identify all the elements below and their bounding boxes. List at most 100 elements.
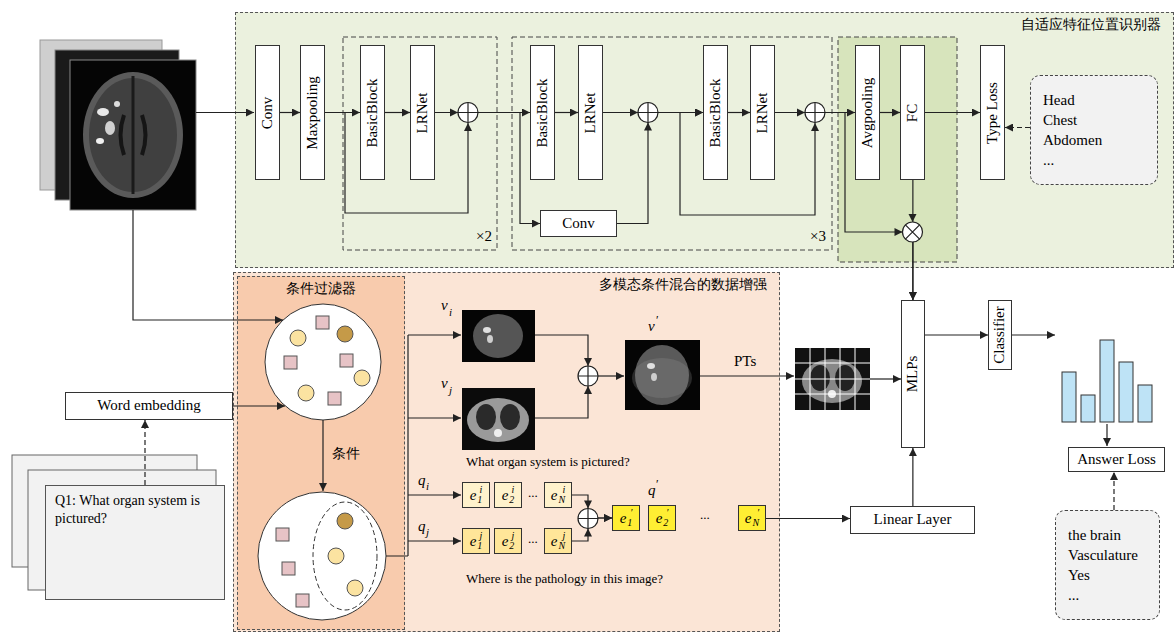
node-text: Yes — [1068, 565, 1090, 585]
sum-symbol — [578, 509, 598, 529]
node-text: LRNet — [414, 92, 431, 133]
flow-arrow — [196, 112, 254, 113]
node-text: Vasculature — [1068, 545, 1138, 565]
token-index: i — [509, 485, 514, 495]
flow-arrow — [133, 113, 1107, 557]
annotation-label: ... — [528, 532, 538, 546]
layer-box: Classifier — [988, 300, 1012, 370]
flow-arrow — [386, 335, 408, 556]
condition-pool — [258, 492, 386, 620]
token-symbol: e — [470, 534, 477, 549]
layer-box: LRNet — [410, 45, 435, 180]
node-text: MLPs — [904, 356, 921, 393]
condition-pool — [354, 370, 370, 386]
input-images — [121, 115, 125, 155]
node-text: FC — [904, 103, 921, 121]
node-text: Conv — [259, 96, 276, 129]
layer-box: FC — [900, 45, 925, 180]
condition-pool — [328, 392, 341, 405]
node-text: ... — [1068, 585, 1079, 605]
token-index: 2 — [509, 541, 514, 551]
condition-pool — [337, 513, 353, 529]
patch-image — [795, 348, 870, 410]
node-text: Word embedding — [97, 397, 200, 414]
process-box: Word embedding — [65, 392, 233, 420]
embedding-token: ej2 — [494, 528, 522, 554]
panel-title: 自适应特征位置识别器 — [236, 13, 1173, 37]
patch-image — [810, 365, 830, 391]
sum-symbol — [458, 103, 825, 529]
token-index: N — [559, 495, 566, 505]
node-text: Head — [1043, 90, 1075, 110]
answer-distribution — [1119, 362, 1133, 422]
token-label: ejN — [551, 531, 565, 551]
annotation-label: ×3 — [810, 228, 826, 245]
token-label: ei1 — [470, 485, 483, 505]
patch-image — [795, 348, 870, 410]
sum-symbol — [805, 103, 825, 123]
token-index: ′ — [753, 508, 760, 518]
flow-arrow — [233, 405, 285, 406]
token-label: e′1 — [620, 508, 633, 528]
loss-box: Type Loss — [980, 45, 1005, 180]
input-images — [132, 76, 135, 194]
annotation-label: q — [418, 472, 426, 489]
annotation-label: v — [441, 375, 448, 392]
annotation-label: q — [418, 518, 426, 535]
connector — [1005, 127, 1030, 128]
image-vj — [462, 388, 535, 450]
input-images — [83, 72, 183, 198]
flow-arrow — [345, 113, 468, 214]
patch-image — [795, 348, 870, 410]
entry-arrowhead — [584, 501, 592, 509]
condition-pool — [347, 580, 363, 596]
sum-symbol — [578, 366, 598, 386]
flow-arrow — [133, 210, 283, 320]
token-index: N — [559, 541, 566, 551]
image-vj — [462, 388, 535, 450]
layer-box: BasicBlock — [530, 45, 555, 180]
token-index: N — [753, 518, 760, 528]
annotation-label: j — [449, 384, 452, 396]
token-label: eiN — [551, 485, 565, 505]
image-vi — [487, 335, 493, 343]
annotation-label: ′ — [656, 478, 659, 491]
layer-box: LRNet — [750, 45, 775, 180]
condition-pool — [296, 594, 309, 607]
block-group — [343, 37, 497, 250]
embedding-token: e′2 — [648, 505, 676, 531]
layer-box: BasicBlock — [703, 45, 728, 180]
node-text: Answer Loss — [1077, 451, 1156, 468]
input-images — [105, 121, 115, 135]
connector — [728, 112, 750, 113]
connector — [144, 420, 145, 485]
image-vi — [473, 314, 523, 358]
connector — [766, 518, 850, 519]
image-mixed — [647, 363, 655, 369]
annotation-label: Where is the pathology in this image? — [466, 572, 663, 586]
node-text: ... — [1043, 150, 1054, 170]
condition-pool — [313, 502, 377, 610]
connector — [925, 112, 980, 113]
product-symbol — [903, 222, 923, 242]
token-indices: ′N — [753, 508, 760, 528]
token-index: ′ — [663, 508, 668, 518]
sum-symbol — [805, 103, 825, 123]
node-text: Linear Layer — [874, 511, 952, 528]
connector — [280, 112, 300, 113]
layer-box: Linear Layer — [850, 506, 975, 534]
input-images — [96, 138, 104, 144]
token-index: i — [559, 485, 566, 495]
condition-pool — [298, 385, 314, 401]
question-card-stack — [28, 470, 216, 590]
image-vj — [500, 404, 520, 430]
image-vj — [494, 429, 502, 437]
node-text: Q1: What organ system is pictured? — [55, 492, 215, 527]
token-index: 2 — [663, 518, 668, 528]
token-label: e′N — [745, 508, 759, 528]
connector — [555, 112, 578, 113]
token-label: ej2 — [502, 531, 515, 551]
annotation-label: 条件 — [332, 446, 360, 461]
image-mixed — [651, 373, 657, 381]
image-vi — [462, 310, 535, 362]
